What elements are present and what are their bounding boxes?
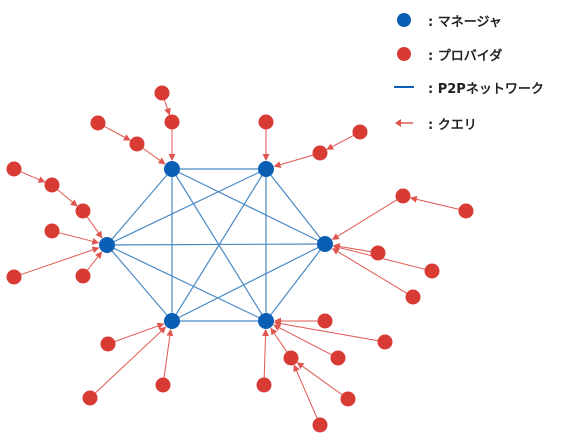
legend-provider-label: : プロバイダ — [428, 48, 503, 64]
query-arrow — [94, 326, 167, 394]
blue-dot-icon — [397, 13, 411, 27]
query-arrow — [296, 362, 343, 396]
p2p-link — [106, 168, 267, 246]
query-arrow — [273, 154, 314, 169]
query-arrow — [293, 364, 318, 419]
query-arrow — [331, 199, 398, 240]
provider-node — [100, 336, 116, 352]
manager-node — [258, 161, 274, 177]
provider-node — [340, 391, 356, 407]
manager-node — [99, 237, 115, 253]
manager-node — [164, 313, 180, 329]
query-arrow — [142, 147, 166, 165]
provider-node — [370, 245, 386, 261]
provider-node — [258, 114, 274, 130]
provider-node — [6, 269, 22, 285]
provider-node — [330, 350, 346, 366]
red-dot-icon — [397, 47, 411, 61]
legend-query: : クエリ — [392, 113, 477, 133]
provider-node — [377, 334, 393, 350]
legend-provider: : プロバイダ — [392, 44, 502, 64]
manager-nodes — [99, 161, 333, 329]
p2p-link — [106, 243, 326, 246]
query-arrow — [114, 322, 165, 343]
p2p-link — [106, 244, 173, 322]
provider-node — [164, 114, 180, 130]
provider-node — [155, 377, 171, 393]
provider-node — [129, 136, 145, 152]
legend-manager-label: : マネージャ — [428, 14, 502, 30]
query-arrow — [86, 251, 103, 271]
provider-node — [405, 289, 421, 305]
manager-node — [164, 161, 180, 177]
p2p-link — [265, 168, 326, 245]
manager-node — [258, 313, 274, 329]
p2p-link — [171, 168, 326, 245]
query-arrow — [273, 320, 379, 342]
provider-node — [458, 203, 474, 219]
legend-network: : P2Pネットワーク — [392, 77, 544, 97]
provider-node — [75, 203, 91, 219]
provider-node — [317, 313, 333, 329]
legend-manager: : マネージャ — [392, 10, 502, 30]
manager-node — [317, 236, 333, 252]
provider-node — [75, 268, 91, 284]
legend-network-label: : P2Pネットワーク — [428, 81, 544, 97]
provider-node — [154, 85, 170, 101]
provider-node — [312, 417, 328, 433]
query-arrow — [20, 171, 46, 183]
provider-node — [6, 161, 22, 177]
p2p-link — [265, 243, 326, 322]
provider-nodes — [6, 85, 474, 433]
blue-line-icon — [394, 86, 414, 88]
provider-node — [256, 377, 272, 393]
query-arrows — [20, 99, 460, 419]
query-arrow — [58, 232, 100, 245]
provider-node — [424, 263, 440, 279]
query-arrow — [326, 134, 355, 150]
provider-node — [352, 124, 368, 140]
p2p-link — [171, 243, 326, 322]
query-arrow — [57, 189, 78, 207]
query-arrow — [273, 324, 333, 356]
query-arrow — [270, 327, 288, 353]
legend-query-label: : クエリ — [428, 117, 477, 133]
query-arrow — [20, 246, 100, 276]
red-arrow-icon — [395, 119, 413, 127]
query-arrow — [103, 125, 131, 141]
provider-node — [44, 177, 60, 193]
provider-node — [82, 390, 98, 406]
query-arrow — [262, 329, 270, 379]
query-arrow — [331, 248, 408, 294]
query-arrow — [163, 99, 171, 116]
p2p-link — [106, 168, 173, 246]
provider-node — [44, 223, 60, 239]
p2p-link — [106, 244, 267, 322]
provider-node — [90, 115, 106, 131]
provider-node — [283, 350, 299, 366]
provider-node — [312, 145, 328, 161]
provider-node — [395, 188, 411, 204]
query-arrow — [163, 328, 174, 379]
network-edges — [106, 168, 326, 322]
query-arrow — [409, 195, 460, 210]
query-arrow — [86, 216, 103, 239]
